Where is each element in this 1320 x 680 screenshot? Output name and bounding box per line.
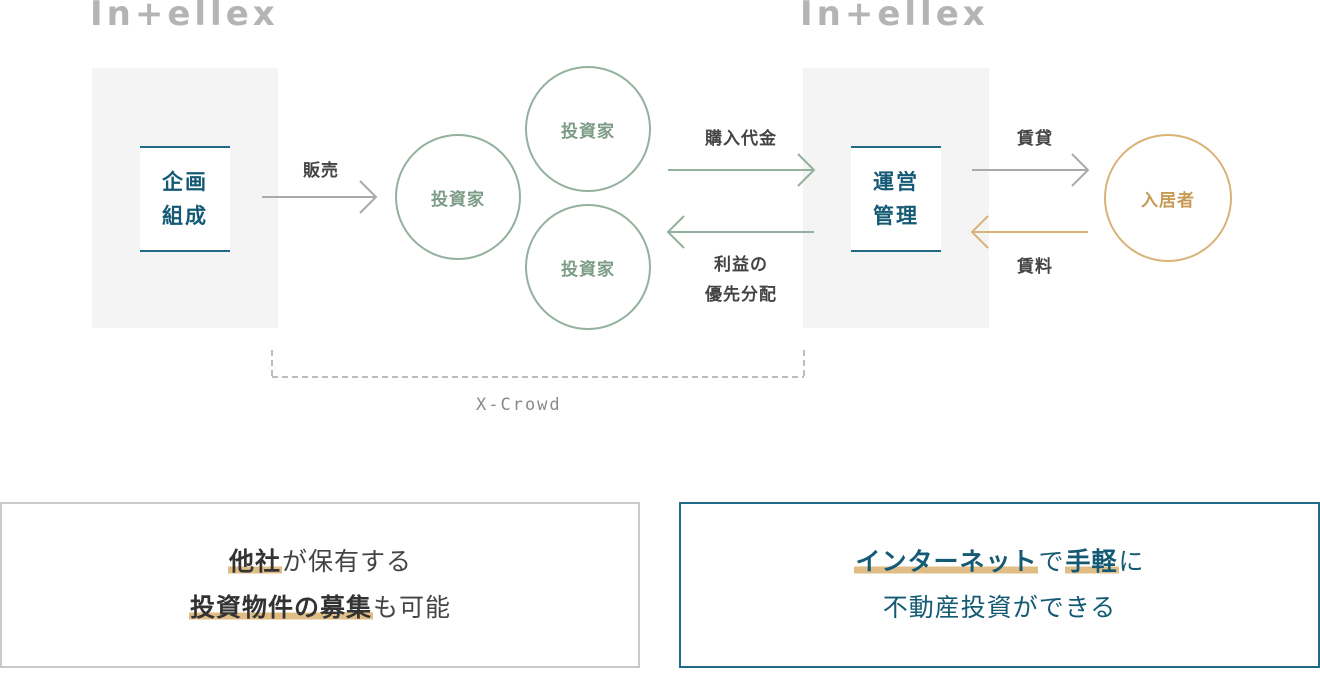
intellex-logo-left: In+ellex: [90, 0, 279, 34]
management-label-line1: 運営: [873, 170, 919, 194]
xcrowd-bracket: [271, 350, 805, 378]
sale-arrow: [262, 180, 378, 214]
profit-distribution-arrow: [666, 215, 814, 249]
management-label-line2: 管理: [873, 204, 919, 228]
profit-label-line1: 利益の: [714, 255, 768, 275]
feature-left-line2: 投資物件の募集も可能: [188, 585, 452, 631]
profit-label-line2: 優先分配: [705, 285, 777, 305]
planning-label-line1: 企画: [162, 170, 208, 194]
feature-box-other-properties: 他社が保有する 投資物件の募集も可能: [0, 502, 640, 668]
feature-right-line1: インターネットで手軽に: [854, 539, 1144, 585]
feature-right-rest1: に: [1118, 547, 1145, 576]
intellex-logo-right: In+ellex: [800, 0, 989, 34]
feature-left-line1: 他社が保有する: [227, 539, 413, 585]
feature-left-strong1: 他社: [227, 547, 282, 576]
feature-right-line2: 不動産投資ができる: [882, 593, 1117, 622]
feature-left-rest1: が保有する: [282, 547, 413, 576]
rent-arrow: [970, 215, 1088, 249]
feature-left-strong2: 投資物件の募集: [188, 593, 373, 622]
lease-arrow: [972, 153, 1090, 187]
feature-right-strong1: インターネット: [854, 547, 1039, 576]
purchase-arrow: [668, 153, 816, 187]
management-role-box: 運営 管理: [851, 146, 941, 252]
purchase-label: 購入代金: [705, 129, 777, 149]
profit-label: 利益の 優先分配: [676, 250, 806, 310]
sale-label: 販売: [303, 161, 339, 181]
lease-label: 賃貸: [1017, 129, 1053, 149]
resident-circle: 入居者: [1104, 134, 1232, 262]
feature-right-strong2: 手軽: [1064, 547, 1119, 576]
investor-circle-middle: 投資家: [395, 134, 521, 260]
rent-label: 賃料: [1017, 257, 1053, 277]
planning-label-line2: 組成: [162, 204, 208, 228]
investor-circle-bottom: 投資家: [525, 204, 651, 330]
xcrowd-label: X-Crowd: [476, 395, 562, 415]
planning-role-box: 企画 組成: [140, 146, 230, 252]
investor-circle-top: 投資家: [525, 66, 651, 192]
feature-box-internet-investing: インターネットで手軽に 不動産投資ができる: [679, 502, 1320, 668]
feature-left-rest2: も可能: [373, 593, 452, 622]
feature-right-mid: で: [1038, 547, 1065, 576]
